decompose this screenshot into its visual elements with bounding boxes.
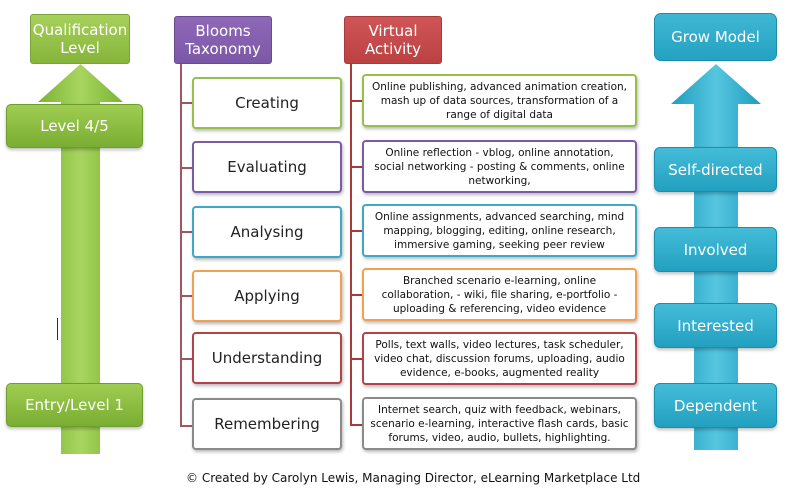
bloom-remembering: Remembering [192,398,342,450]
activity-text: Online reflection - vblog, online annota… [374,146,625,187]
blooms-taxonomy-label: Blooms Taxonomy [185,22,261,58]
bloom-label: Understanding [211,349,323,367]
virtual-activity-label: Virtual Activity [364,22,422,58]
level-top-label: Level 4/5 [40,117,109,135]
bloom-label: Applying [234,287,300,305]
grow-model-label: Grow Model [671,28,760,46]
blooms-connector [180,102,193,104]
blooms-connector [180,295,193,297]
activity-text: Polls, text walls, video lectures, task … [374,338,625,379]
activity-applying: Branched scenario e-learning, online col… [362,268,637,321]
activity-text: Online publishing, advanced animation cr… [371,80,628,121]
bloom-label: Creating [235,94,299,112]
entry-level-box: Entry/Level 1 [6,383,143,427]
grow-label: Involved [683,240,748,259]
bloom-label: Evaluating [227,158,307,176]
virtual-activity-header: Virtual Activity [344,16,442,64]
blooms-connector [180,425,193,427]
grow-dependent: Dependent [654,383,777,428]
grow-label: Dependent [673,396,758,415]
activity-understanding: Polls, text walls, video lectures, task … [362,332,637,385]
bloom-label: Analysing [230,223,304,241]
activity-connector [350,424,363,426]
grow-model-header: Grow Model [654,13,777,61]
activity-analysing: Online assignments, advanced searching, … [362,204,637,257]
bloom-applying: Applying [192,270,342,322]
blooms-connector-trunk [180,64,182,427]
activity-connector-trunk [350,64,352,426]
bloom-analysing: Analysing [192,206,342,258]
activity-connector [350,358,363,360]
qualification-level-header: Qualification Level [30,14,130,64]
activity-evaluating: Online reflection - vblog, online annota… [362,140,637,193]
blooms-connector [180,358,193,360]
grow-label: Self-directed [668,160,763,179]
copyright-footer: © Created by Carolyn Lewis, Managing Dir… [186,471,641,485]
blooms-connector [180,167,193,169]
level-bottom-label: Entry/Level 1 [25,396,124,414]
bloom-evaluating: Evaluating [192,141,342,193]
text-cursor-mark [57,318,58,340]
bloom-understanding: Understanding [192,332,342,384]
activity-text: Online assignments, advanced searching, … [374,210,625,251]
grow-interested: Interested [654,303,777,348]
activity-connector [350,294,363,296]
activity-creating: Online publishing, advanced animation cr… [362,74,637,127]
activity-text: Internet search, quiz with feedback, web… [370,403,629,444]
qualification-level-label: Qualification Level [32,21,128,57]
activity-text: Branched scenario e-learning, online col… [381,274,618,315]
level-4-5-box: Level 4/5 [6,104,143,148]
activity-connector [350,166,363,168]
bloom-creating: Creating [192,77,342,129]
activity-connector [350,230,363,232]
qualification-up-arrow [38,64,123,454]
activity-remembering: Internet search, quiz with feedback, web… [362,397,637,450]
grow-label: Interested [677,316,754,335]
blooms-connector [180,231,193,233]
grow-involved: Involved [654,227,777,272]
activity-connector [350,100,363,102]
bloom-label: Remembering [214,415,320,433]
grow-self-directed: Self-directed [654,147,777,192]
blooms-taxonomy-header: Blooms Taxonomy [174,16,272,64]
